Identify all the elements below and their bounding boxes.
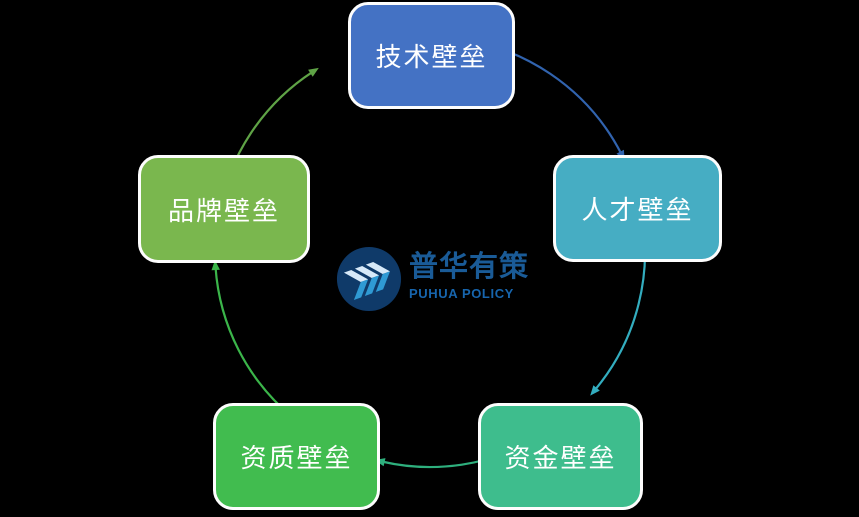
arc-qualification-to-brand	[214, 266, 293, 418]
node-talent: 人才壁垒	[553, 155, 722, 262]
node-tech: 技术壁垒	[348, 2, 515, 109]
node-label: 资金壁垒	[504, 443, 617, 473]
logo-en-text: PUHUA POLICY	[409, 286, 514, 301]
node-label: 品牌壁垒	[167, 195, 280, 226]
arrowhead-brand-to-tech	[308, 67, 319, 77]
node-brand: 品牌壁垒	[138, 155, 310, 263]
logo-cn-text: 普华有策	[409, 251, 530, 283]
node-label: 人才壁垒	[581, 195, 694, 225]
arrowhead-talent-to-capital	[590, 385, 600, 396]
puhua-logo-icon	[336, 246, 402, 312]
center-logo: 普华有策 PUHUA POLICY	[335, 245, 529, 313]
node-label: 技术壁垒	[375, 42, 488, 72]
arrowhead-qualification-to-brand	[211, 260, 220, 271]
node-label: 资质壁垒	[240, 443, 353, 473]
node-capital: 资金壁垒	[478, 403, 643, 510]
logo-text-block: 普华有策 PUHUA POLICY	[409, 245, 530, 302]
node-qualification: 资质壁垒	[213, 403, 380, 510]
